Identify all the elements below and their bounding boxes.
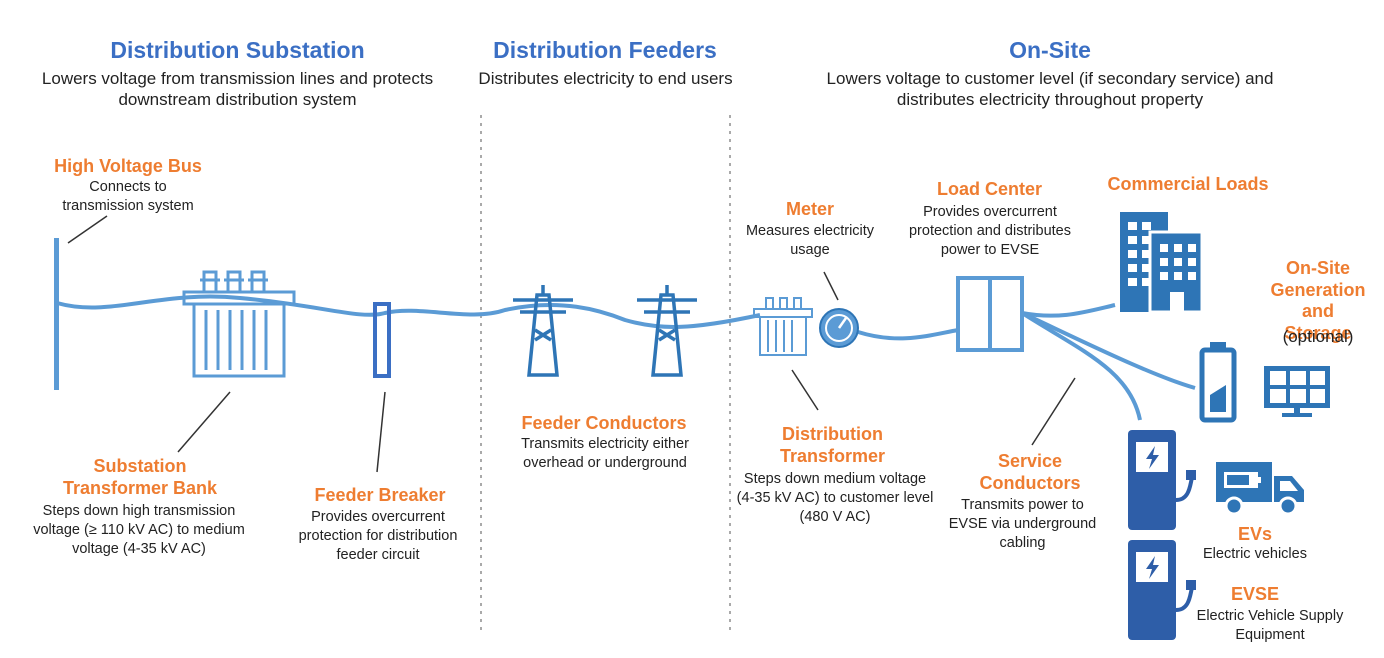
wire-to-storage <box>1021 311 1196 390</box>
leader-line <box>1031 377 1076 446</box>
feeder-breaker-title: Feeder Breaker <box>314 485 446 505</box>
hv-bus-desc: Connects to transmission system <box>62 179 194 214</box>
utility-pole-icon <box>637 285 697 377</box>
leader-line <box>376 391 386 473</box>
leader-line <box>823 271 839 301</box>
dist-transformer-title: Distribution Transformer <box>779 424 886 466</box>
evs-title: EVs <box>1237 524 1273 544</box>
feeder-breaker-desc: Provides overcurrent protection for dist… <box>298 509 458 563</box>
battery-icon <box>1199 342 1237 423</box>
section-title-substation: Distribution Substation <box>110 37 365 63</box>
distribution-wire <box>56 294 761 329</box>
load-center-icon <box>956 276 1024 352</box>
service-conductors-desc: Transmits power to EVSE via underground … <box>948 497 1097 551</box>
ev-charger-icon <box>1128 430 1196 530</box>
commercial-loads-title: Commercial Loads <box>1107 174 1269 194</box>
section-desc-substation: Lowers voltage from transmission lines a… <box>41 69 434 110</box>
transformer-bank-title: Substation Transformer Bank <box>62 456 218 498</box>
substation-transformer-icon <box>182 270 296 378</box>
service-wire <box>857 328 959 341</box>
ev-truck-icon <box>1216 462 1304 516</box>
meter-desc: Measures electricity usage <box>745 223 875 258</box>
onsite-gen-title: On-Site Generation and Storage <box>1270 258 1366 343</box>
section-desc-onsite: Lowers voltage to customer level (if sec… <box>826 69 1274 110</box>
section-desc-feeders: Distributes electricity to end users <box>478 69 733 88</box>
feeder-conductors-desc: Transmits electricity either overhead or… <box>521 436 689 471</box>
dist-transformer-desc: Steps down medium voltage (4-35 kV AC) t… <box>736 471 934 525</box>
high-voltage-bus-icon <box>54 238 59 390</box>
section-title-onsite: On-Site <box>1009 37 1091 63</box>
utility-pole-icon <box>513 285 573 377</box>
evse-desc: Electric Vehicle Supply Equipment <box>1196 608 1344 643</box>
service-conductors-title: Service Conductors <box>979 451 1081 493</box>
leader-line <box>67 215 108 244</box>
solar-panel-icon <box>1264 366 1330 417</box>
feeder-conductors-title: Feeder Conductors <box>521 413 687 433</box>
meter-title: Meter <box>785 199 834 219</box>
wire-to-building <box>1021 303 1116 318</box>
leader-line <box>791 369 819 411</box>
feeder-breaker-icon <box>373 302 391 378</box>
meter-icon <box>819 308 859 348</box>
ev-charger-icon <box>1128 540 1196 640</box>
commercial-building-icon <box>1120 212 1204 314</box>
onsite-gen-desc: (optional) <box>1282 327 1354 346</box>
transformer-bank-desc: Steps down high transmission voltage (≥ … <box>33 503 245 557</box>
load-center-title: Load Center <box>936 179 1042 199</box>
load-center-desc: Provides overcurrent protection and dist… <box>908 204 1071 258</box>
hv-bus-title: High Voltage Bus <box>54 156 202 176</box>
section-title-feeders: Distribution Feeders <box>493 37 717 63</box>
distribution-transformer-icon <box>753 297 813 356</box>
wire-to-evse <box>1020 311 1142 421</box>
leader-line <box>177 391 231 453</box>
evse-title: EVSE <box>1230 584 1280 604</box>
evs-desc: Electric vehicles <box>1203 546 1307 562</box>
